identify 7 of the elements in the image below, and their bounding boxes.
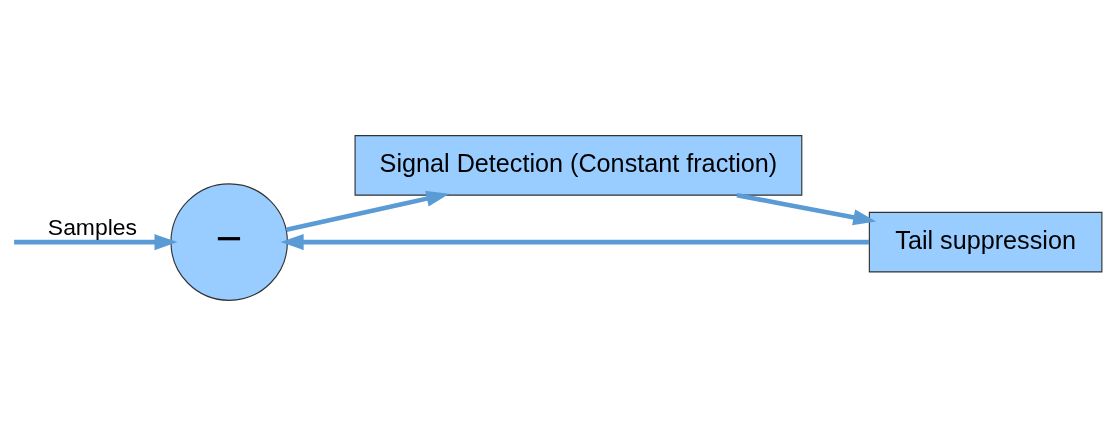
- arrow: [280, 233, 870, 250]
- node-box: Signal Detection (Constant fraction): [354, 134, 803, 196]
- edge-label: Samples: [47, 213, 137, 240]
- node-circle: −: [170, 182, 288, 301]
- arrow: [285, 190, 450, 232]
- node-box: Tail suppression: [868, 211, 1103, 272]
- arrow: [14, 233, 178, 250]
